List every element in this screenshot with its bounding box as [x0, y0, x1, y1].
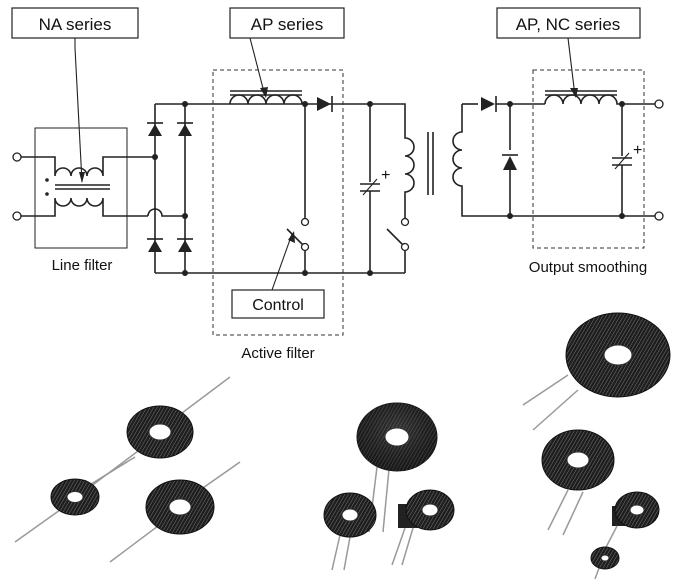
plus-sign-1: +: [381, 167, 390, 184]
output-section: + Output smoothing: [462, 69, 664, 276]
dc-link: +: [360, 103, 620, 276]
toroid-xl-right: [522, 312, 671, 431]
output-terminal-bottom: [654, 211, 664, 221]
input-terminal-top: [12, 152, 22, 162]
output-terminal-top: [654, 99, 664, 109]
input-terminal-bottom: [12, 211, 22, 221]
line-filter: Line filter: [12, 127, 155, 274]
ap-nc-series-photo-group: [522, 312, 671, 579]
plus-sign-2: +: [633, 142, 642, 159]
ap-series-label: AP series: [251, 15, 323, 34]
control-label: Control: [252, 297, 304, 314]
line-filter-label: Line filter: [52, 257, 113, 274]
pointer-arrows: [74, 37, 578, 183]
active-filter: Control Active filter: [212, 69, 373, 362]
ap-nc-series-label-box: AP, NC series: [496, 7, 641, 39]
na-series-photo-group: [14, 376, 241, 563]
toroid-mid-right: [541, 429, 615, 536]
active-filter-label: Active filter: [241, 345, 314, 362]
toroid-large-center: [356, 402, 438, 533]
toroid-small-center-right: [391, 489, 455, 566]
na-series-label-box: NA series: [11, 7, 139, 39]
toroid-small-left: [14, 456, 136, 543]
na-series-label: NA series: [39, 15, 112, 34]
output-smoothing-label: Output smoothing: [529, 259, 647, 276]
ap-series-label-box: AP series: [229, 7, 345, 39]
ap-series-photo-group: [323, 402, 455, 571]
toroid-small-right: [601, 491, 660, 556]
toroid-large-left: [89, 376, 231, 488]
toroid-small-center-left: [323, 492, 377, 571]
toroid-tiny-right: [590, 546, 620, 579]
bridge-rectifier: [147, 101, 405, 276]
toroid-mid-left: [109, 461, 241, 563]
ap-nc-series-label: AP, NC series: [516, 15, 621, 34]
